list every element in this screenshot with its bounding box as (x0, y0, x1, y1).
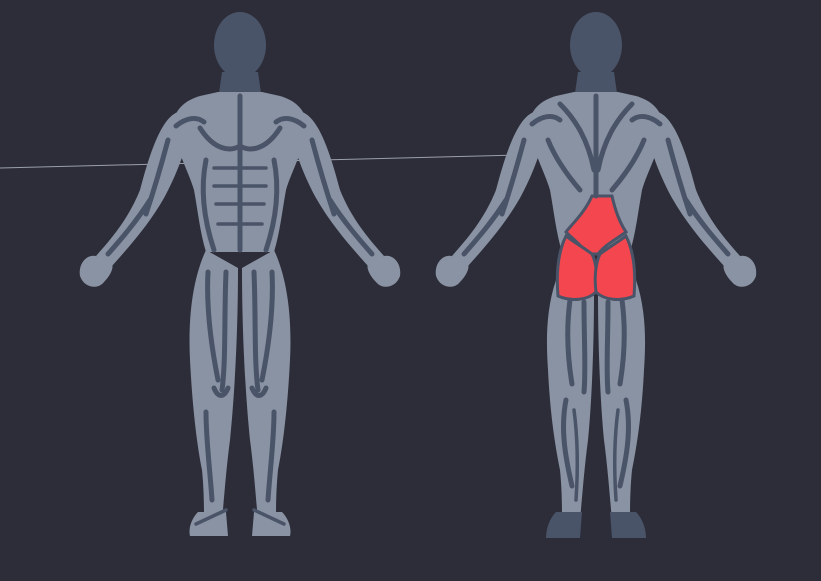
front-right-leg[interactable] (242, 250, 291, 520)
front-body (79, 12, 401, 536)
back-left-hand (435, 255, 469, 287)
back-body (435, 12, 757, 538)
back-right-hand (723, 255, 757, 287)
front-left-leg[interactable] (189, 250, 238, 520)
front-left-hand (79, 255, 113, 287)
lower-back-highlight[interactable] (564, 194, 629, 256)
front-right-hand (367, 255, 401, 287)
right-glute-highlight[interactable] (593, 233, 637, 301)
back-left-foot (546, 512, 582, 538)
front-right-foot (252, 512, 291, 536)
front-left-foot (189, 512, 228, 536)
back-head (570, 12, 622, 78)
back-right-foot (610, 512, 646, 538)
front-head (214, 12, 266, 78)
